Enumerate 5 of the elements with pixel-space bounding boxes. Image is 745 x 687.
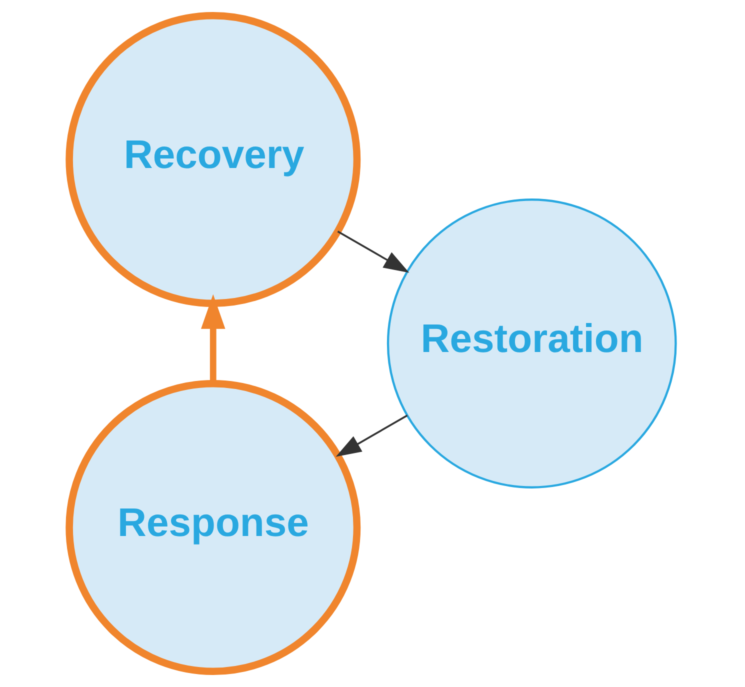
arrow bbox=[336, 414, 408, 457]
node-circle: Recovery bbox=[66, 12, 361, 307]
node-circle: Response bbox=[66, 380, 361, 676]
node-circle: Restoration bbox=[386, 198, 677, 488]
arrow bbox=[337, 230, 410, 273]
